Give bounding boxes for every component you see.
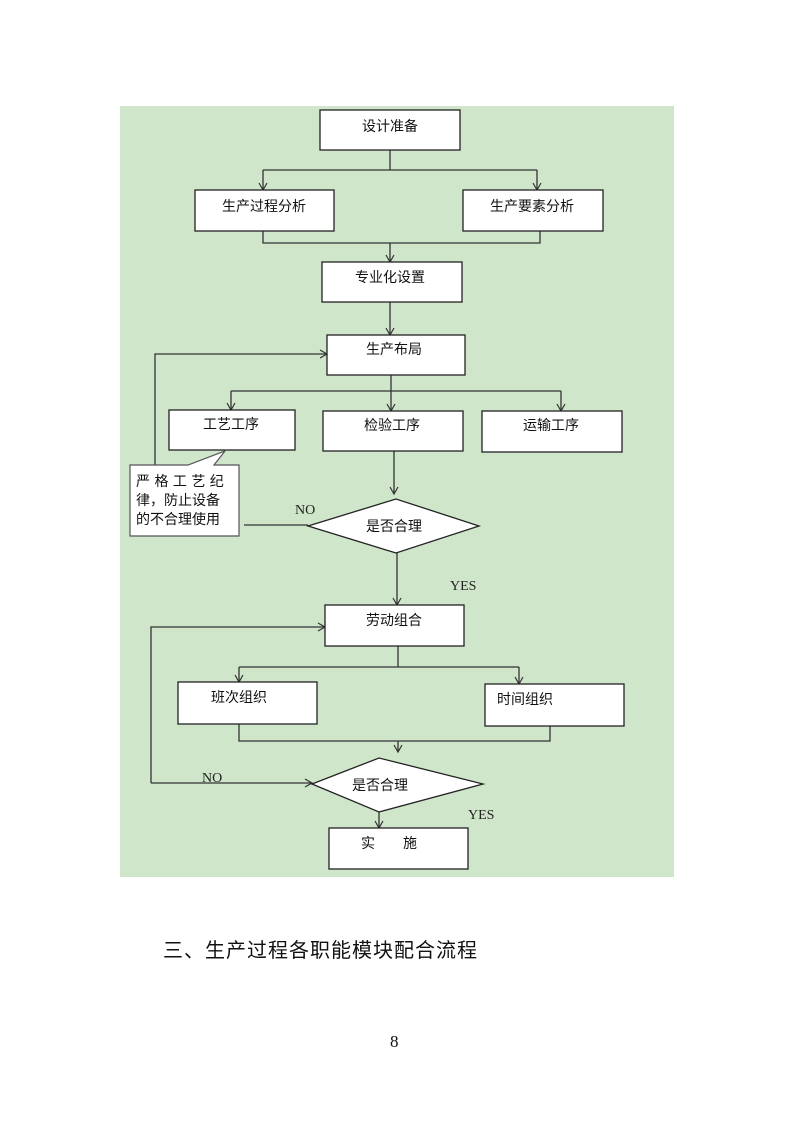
node-layout: 生产布局: [326, 334, 466, 376]
node-implement: 实 施: [328, 827, 469, 870]
node-craft-process: 工艺工序: [168, 409, 296, 451]
node-label: 运输工序: [523, 418, 579, 434]
node-label: 专业化设置: [355, 270, 425, 286]
decision-label: 是否合理: [352, 778, 408, 794]
node-label: 劳动组合: [366, 613, 422, 629]
node-design-prep: 设计准备: [319, 109, 461, 151]
section-heading: 三、生产过程各职能模块配合流程: [163, 938, 478, 962]
node-process-analysis: 生产过程分析: [194, 189, 335, 232]
node-inspection-process: 检验工序: [322, 410, 464, 452]
decision-1: 是否合理: [305, 498, 482, 554]
callout-line: 严 格 工 艺 纪: [136, 474, 224, 490]
node-label: 班次组织: [211, 690, 267, 706]
node-label: 设计准备: [362, 118, 418, 135]
callout-line: 律，防止设备: [136, 492, 220, 509]
decision-2: 是否合理: [310, 757, 486, 813]
node-label: 生产要素分析: [490, 199, 574, 215]
yes-label: YES: [450, 579, 476, 594]
node-label: 生产布局: [366, 342, 422, 358]
node-time-organization: 时间组织: [484, 683, 625, 727]
node-label: 时间组织: [497, 692, 553, 708]
node-label: 生产过程分析: [222, 199, 306, 215]
decision-label: 是否合理: [366, 519, 422, 535]
node-specialization: 专业化设置: [321, 261, 463, 303]
node-labor-combination: 劳动组合: [324, 604, 465, 647]
no-label: NO: [202, 771, 222, 786]
yes-label: YES: [468, 808, 494, 823]
connectors: [150, 150, 566, 830]
node-shift-organization: 班次组织: [177, 681, 318, 725]
node-label: 检验工序: [364, 418, 420, 434]
callout-note: 严 格 工 艺 纪 律，防止设备 的不合理使用: [129, 449, 240, 537]
node-factor-analysis: 生产要素分析: [462, 189, 604, 232]
node-transport-process: 运输工序: [481, 410, 623, 453]
page-number: 8: [390, 1032, 399, 1051]
node-label: 工艺工序: [203, 417, 259, 433]
callout-line: 的不合理使用: [136, 511, 220, 528]
no-label: NO: [295, 503, 315, 518]
node-label: 实 施: [361, 836, 417, 852]
